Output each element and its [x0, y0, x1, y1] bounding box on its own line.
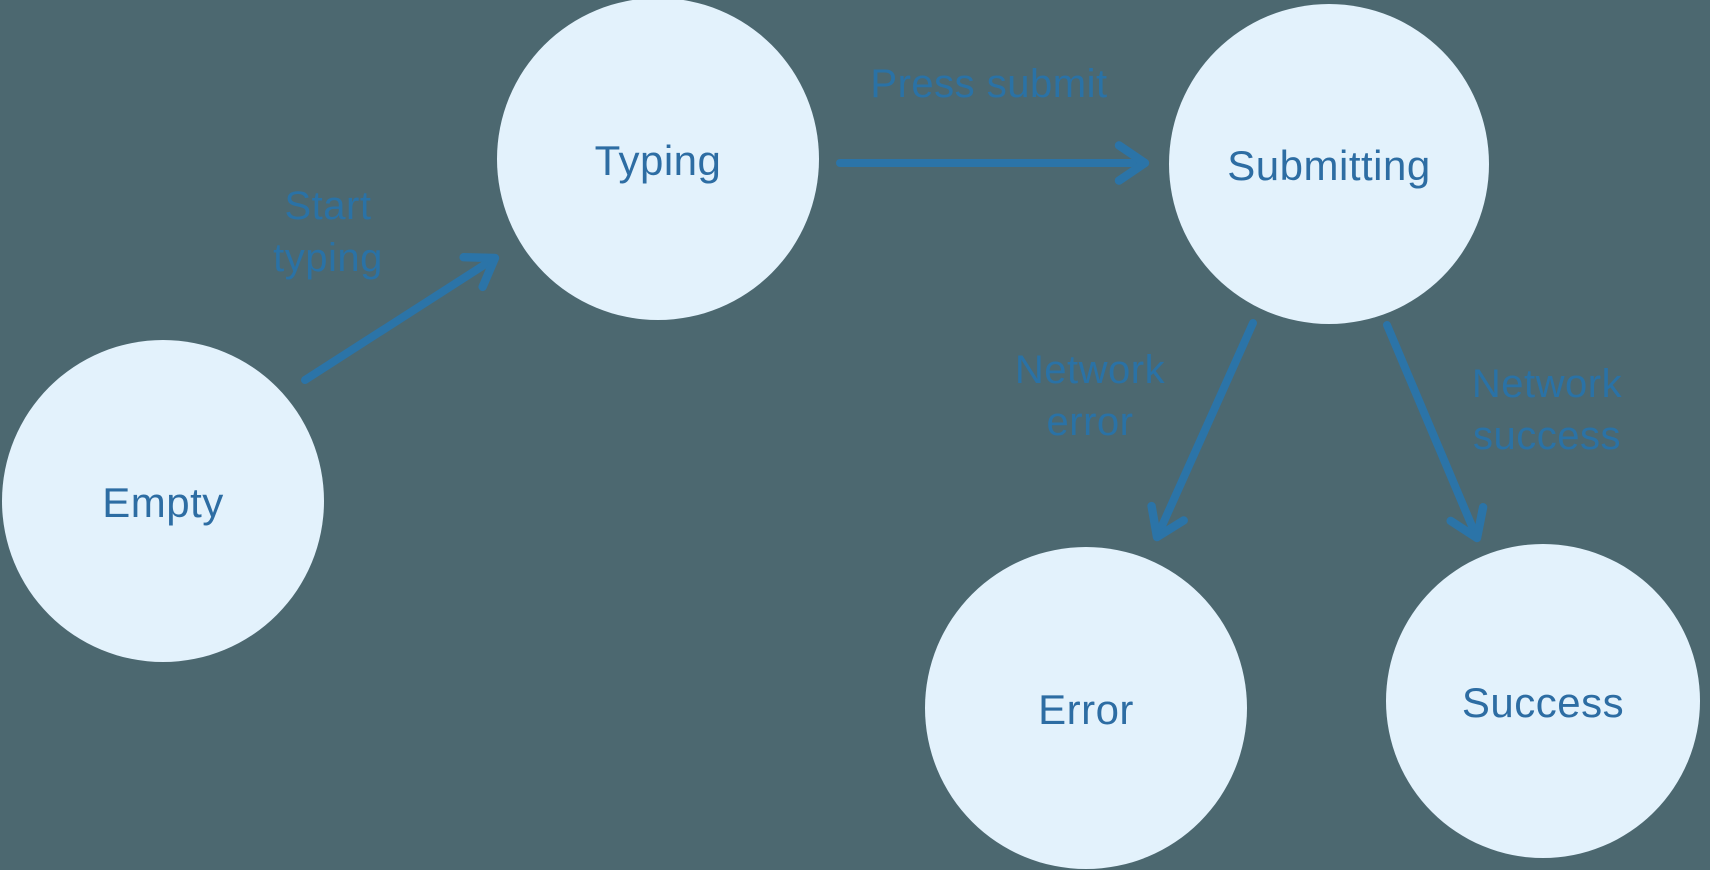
transition-arrow-submitting-to-success[interactable]: [1383, 321, 1488, 543]
transition-label-network-error: Network error: [1014, 348, 1166, 444]
transition-label-start-typing: Start typing: [273, 184, 383, 280]
state-node-error[interactable]: Error: [925, 547, 1247, 869]
transition-arrow-submitting-to-error[interactable]: [1147, 319, 1257, 542]
state-label-empty: Empty: [102, 479, 224, 526]
state-node-submitting[interactable]: Submitting: [1169, 4, 1489, 324]
state-label-error: Error: [1038, 686, 1134, 733]
transition-arrow-empty-to-typing[interactable]: [301, 253, 500, 384]
state-label-typing: Typing: [594, 137, 722, 184]
state-node-empty[interactable]: Empty: [2, 340, 324, 662]
transition-label-press-submit: Press submit: [870, 62, 1108, 106]
state-label-success: Success: [1461, 679, 1625, 726]
state-node-success[interactable]: Success: [1386, 544, 1700, 858]
state-node-typing[interactable]: Typing: [497, 0, 819, 320]
state-label-submitting: Submitting: [1227, 142, 1431, 189]
transition-label-network-success: Network success: [1471, 362, 1623, 458]
